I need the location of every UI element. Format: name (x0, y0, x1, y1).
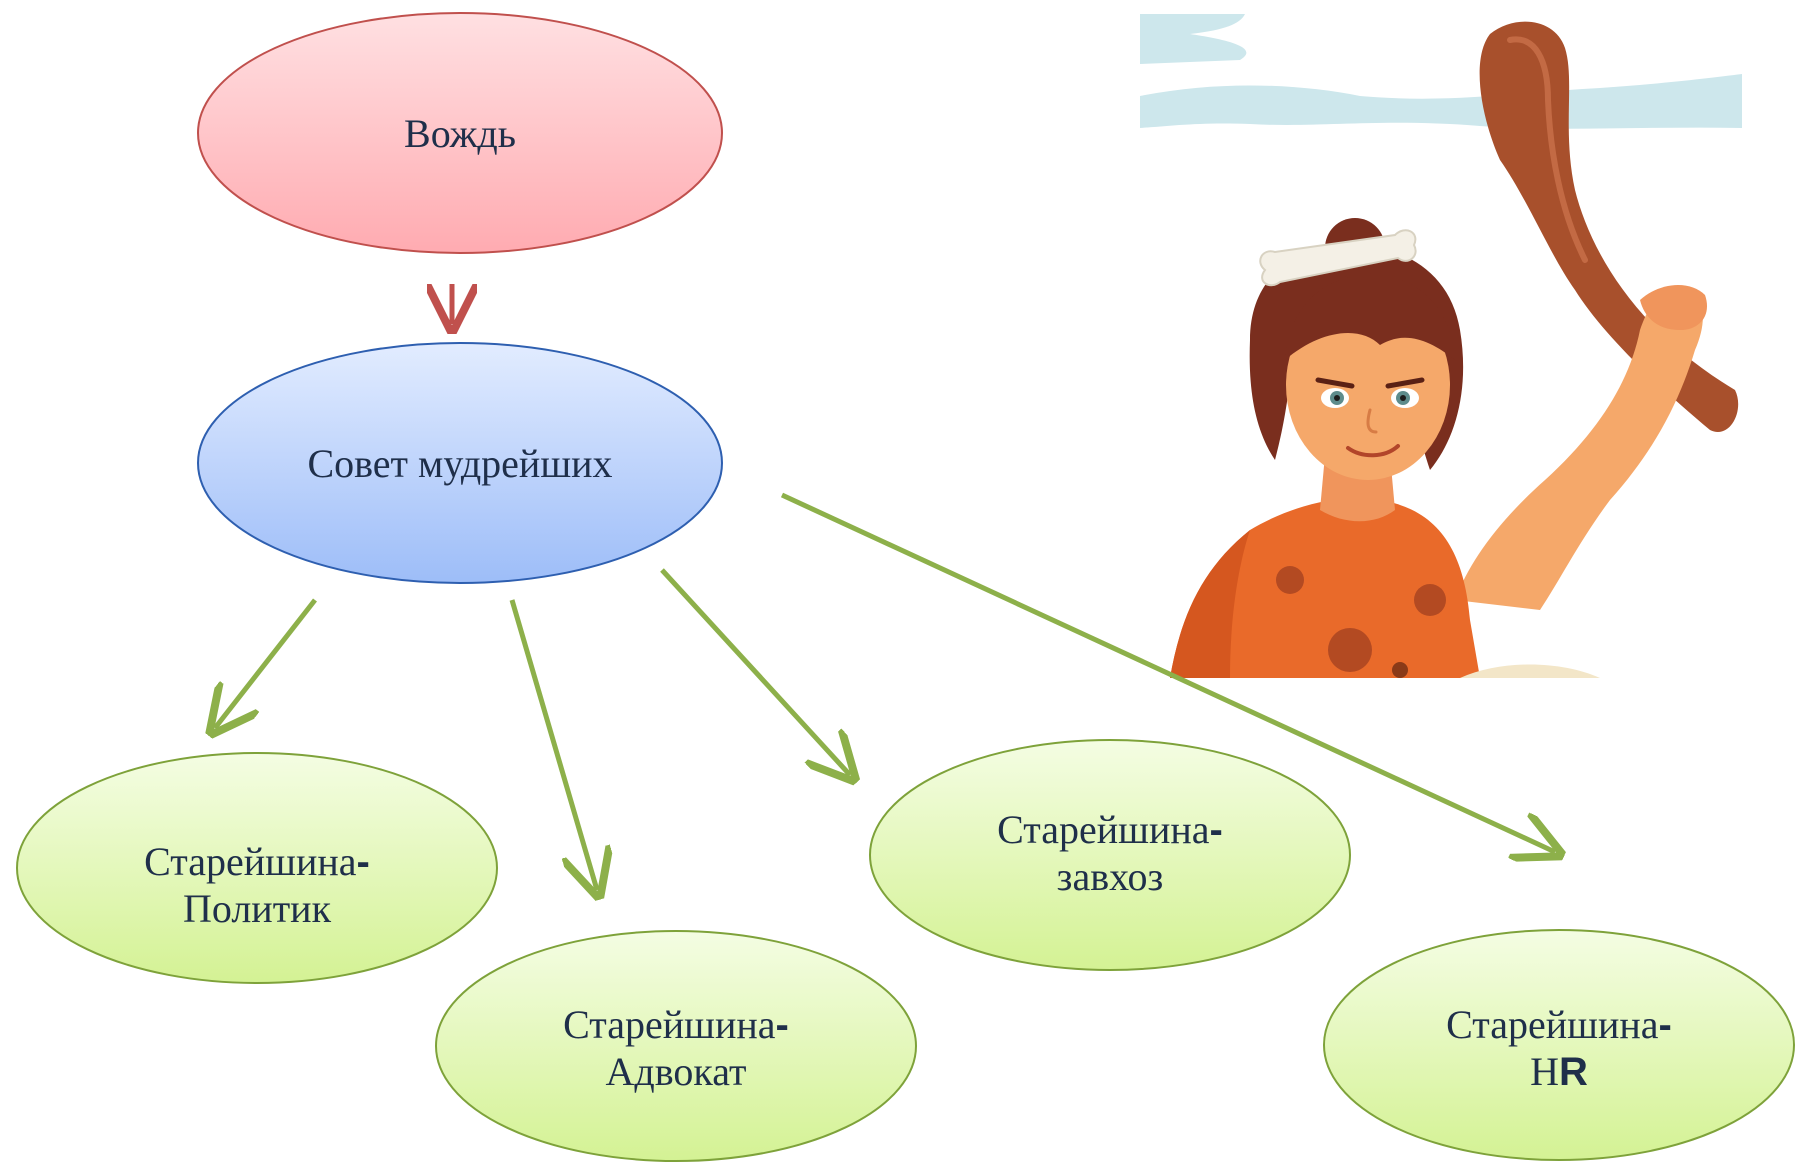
elder-hr-role: НR (1530, 1049, 1588, 1094)
arrow-council-to-lawyer (509, 599, 597, 890)
elder-politician-title: Старейшина- (144, 839, 370, 884)
node-elder-hr: Старейшина- НR (1323, 929, 1795, 1161)
elder-politician-role: Политик (183, 886, 332, 931)
elder-lawyer-role: Адвокат (606, 1049, 747, 1094)
arm-shape (1455, 289, 1703, 610)
node-elder-lawyer: Старейшина- Адвокат (435, 930, 917, 1162)
arrow-council-to-hr (780, 492, 1555, 852)
elder-steward-title: Старейшина- (997, 807, 1223, 852)
node-council-label: Совет мудрейших (307, 441, 612, 486)
node-chief-label: Вождь (404, 111, 516, 156)
arrow-council-to-politician (215, 598, 317, 728)
bone-shape (1259, 229, 1417, 287)
node-chief: Вождь (197, 12, 723, 254)
elder-hr-title: Старейшина- (1446, 1002, 1672, 1047)
dress-shape (1170, 498, 1480, 678)
arrow-council-to-steward (660, 568, 850, 775)
cavewoman-illustration (1140, 12, 1742, 678)
node-elder-steward: Старейшина- завхоз (869, 739, 1351, 971)
elder-steward-role: завхоз (1057, 854, 1164, 899)
node-council: Совет мудрейших (197, 342, 723, 584)
elder-lawyer-title: Старейшина- (563, 1002, 789, 1047)
club-shape (1479, 21, 1739, 432)
node-elder-politician: Старейшина- Политик (16, 752, 498, 984)
cloud-shape (1140, 14, 1247, 64)
cloud-shape (1140, 74, 1742, 129)
